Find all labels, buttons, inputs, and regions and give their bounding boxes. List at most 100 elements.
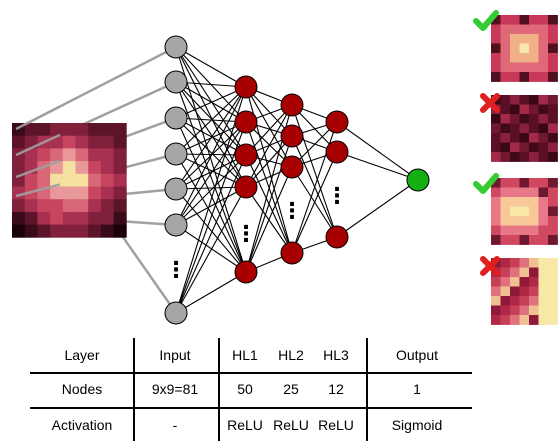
sample-pixel xyxy=(491,152,501,162)
input-pixel xyxy=(113,199,127,213)
sample-pixel xyxy=(529,187,539,198)
input-pixel xyxy=(37,224,51,238)
input-pixel xyxy=(75,123,89,137)
edge xyxy=(336,121,419,181)
sample-pixel xyxy=(538,267,549,278)
edge xyxy=(336,179,419,238)
input-pixel xyxy=(50,123,64,137)
edge xyxy=(175,86,247,119)
input-pixel xyxy=(12,173,26,187)
sample-pixel xyxy=(538,104,549,115)
edge xyxy=(175,154,247,226)
edge xyxy=(175,224,247,273)
input-pixel xyxy=(88,161,102,175)
sample-pixel xyxy=(491,187,501,198)
input-ellipsis: ⋮ xyxy=(165,258,187,283)
sample-pixel xyxy=(519,216,530,226)
sample-pixel xyxy=(548,43,558,54)
sample-pixel xyxy=(500,95,511,105)
sample-pixel xyxy=(548,286,558,297)
sample-pixel xyxy=(500,123,511,134)
input-pixel xyxy=(113,211,127,225)
edge xyxy=(175,81,247,273)
sample-pixel xyxy=(548,62,558,73)
sample-pixel xyxy=(491,142,501,153)
input-pixel xyxy=(113,173,127,187)
sample-pixel xyxy=(548,152,558,162)
sample-pixel xyxy=(538,187,549,198)
sample-pixel xyxy=(519,206,530,217)
input-pixel xyxy=(50,186,64,200)
input-pixel xyxy=(12,224,26,238)
sample-pixel xyxy=(500,178,511,188)
input-line xyxy=(116,229,178,314)
sample-pixel xyxy=(538,197,549,207)
input-pixel xyxy=(62,173,76,187)
input-pixel xyxy=(113,161,127,175)
sample-pixel xyxy=(510,206,520,217)
sample-pixel xyxy=(519,95,530,105)
input-pixel xyxy=(50,211,64,225)
input-pixel xyxy=(50,173,64,187)
input-pixel xyxy=(12,211,26,225)
edge xyxy=(175,117,247,156)
sample-pixel xyxy=(548,197,558,207)
sample-pixel xyxy=(529,296,539,306)
sample-pixel xyxy=(548,305,558,316)
input-line-overlay xyxy=(15,105,61,131)
input-line-overlay xyxy=(15,159,61,179)
table-cell-hl3-header: HL3 xyxy=(323,347,349,363)
sample-pixel xyxy=(538,43,549,54)
input-pixel xyxy=(88,148,102,162)
hl1-node xyxy=(234,75,258,99)
sample-pixel xyxy=(510,104,520,115)
edge xyxy=(175,86,247,314)
sample-pixel xyxy=(491,133,501,143)
sample-pixel xyxy=(519,24,530,35)
sample-pixel xyxy=(510,277,520,287)
sample-pixel xyxy=(529,235,539,245)
sample-pixel xyxy=(529,197,539,207)
edge xyxy=(175,117,247,273)
table-vline-1 xyxy=(133,338,135,441)
sample-pixel xyxy=(510,197,520,207)
input-pixel xyxy=(75,161,89,175)
sample-pixel xyxy=(548,24,558,35)
input-pixel xyxy=(113,123,127,137)
sample-pixel xyxy=(538,296,549,306)
sample-pixel xyxy=(500,114,511,124)
sample-pixel xyxy=(519,315,530,325)
sample-pixel xyxy=(510,225,520,236)
input-pixel xyxy=(24,199,38,213)
edge xyxy=(175,154,247,314)
sample-pixel xyxy=(519,43,530,54)
input-pixel xyxy=(62,224,76,238)
sample-pixel xyxy=(500,142,511,153)
table-cell-hl3-nodes: 12 xyxy=(328,381,344,397)
edge xyxy=(245,166,293,273)
sample-pixel xyxy=(538,72,549,82)
sample-pixel xyxy=(500,43,511,54)
sample-pixel xyxy=(529,315,539,325)
sample-pixel xyxy=(491,62,501,73)
sample-pixel xyxy=(538,206,549,217)
sample-pixel xyxy=(548,72,558,82)
input-pixel xyxy=(37,123,51,137)
table-cell-hl2-activation: ReLU xyxy=(273,417,309,433)
sample-pixel xyxy=(519,104,530,115)
input-node xyxy=(164,213,188,237)
sample-pixel xyxy=(529,152,539,162)
input-pixel xyxy=(88,186,102,200)
edge xyxy=(336,151,419,181)
sample-pixel xyxy=(510,142,520,153)
sample-pixel xyxy=(538,62,549,73)
edge xyxy=(245,86,293,168)
sample-pixel xyxy=(548,133,558,143)
input-pixel xyxy=(62,199,76,213)
sample-pixel xyxy=(548,123,558,134)
sample-pixel xyxy=(529,72,539,82)
input-pixel xyxy=(75,224,89,238)
input-pixel xyxy=(12,186,26,200)
sample-pixel xyxy=(519,178,530,188)
edge xyxy=(175,153,247,273)
